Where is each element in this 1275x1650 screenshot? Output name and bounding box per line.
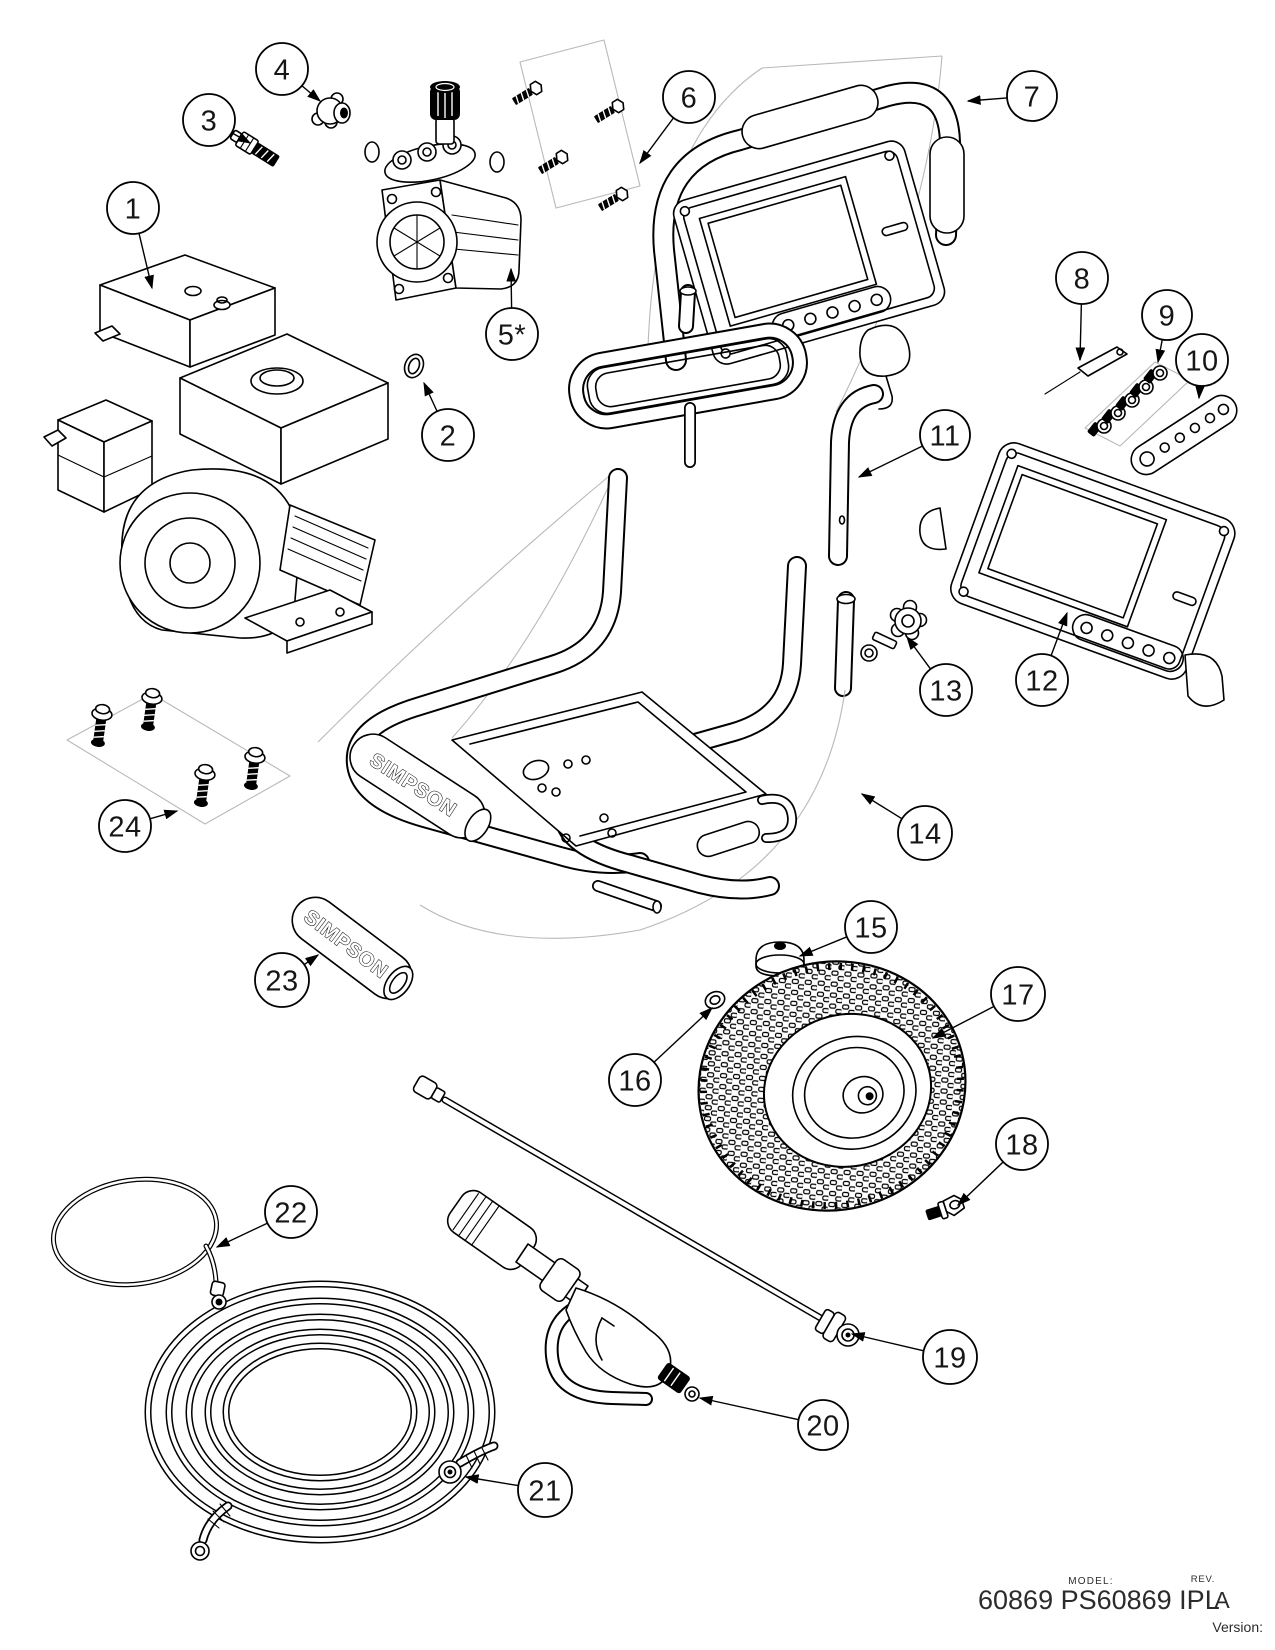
rev-label: REV. [1191, 1574, 1216, 1585]
svg-text:24: 24 [108, 811, 141, 843]
svg-text:5*: 5* [498, 319, 526, 351]
svg-text:7: 7 [1024, 81, 1041, 113]
svg-text:6: 6 [681, 82, 698, 114]
tray-assembly-11 [451, 284, 884, 739]
callout-13: 13 [906, 635, 973, 717]
engine-drawing [43, 254, 389, 654]
svg-text:4: 4 [274, 54, 291, 86]
callout-4: 4 [255, 42, 322, 102]
callout-16: 16 [608, 1007, 714, 1107]
svg-text:3: 3 [201, 105, 218, 137]
callout-2: 2 [421, 381, 475, 462]
knob-drawing-13 [860, 599, 928, 662]
callout-23: 23 [254, 952, 320, 1008]
svg-text:18: 18 [1005, 1129, 1038, 1161]
callout-11: 11 [857, 409, 971, 478]
bolt-drawing-18 [925, 1194, 966, 1221]
svg-text:17: 17 [1001, 979, 1034, 1011]
rev-value: A [1214, 1587, 1230, 1613]
callout-10: 10 [1175, 333, 1229, 400]
nozzle-tool-8 [1044, 346, 1128, 395]
callout-7: 7 [966, 70, 1058, 122]
svg-text:8: 8 [1074, 263, 1091, 295]
svg-text:14: 14 [908, 818, 941, 850]
svg-text:19: 19 [933, 1342, 966, 1374]
svg-text:21: 21 [528, 1475, 561, 1507]
nozzle-set-9 [1084, 361, 1191, 447]
frame-drawing-14: SIMPSON [317, 468, 846, 939]
callout-14: 14 [860, 793, 953, 861]
svg-text:16: 16 [618, 1065, 651, 1097]
svg-text:12: 12 [1025, 665, 1058, 697]
svg-text:15: 15 [854, 912, 887, 944]
callout-20: 20 [698, 1395, 849, 1451]
model-label: MODEL: [1068, 1576, 1114, 1587]
callout-3: 3 [182, 93, 252, 147]
svg-text:9: 9 [1159, 300, 1176, 332]
hose-coil-drawing [144, 1280, 499, 1561]
panel-plate-12 [919, 442, 1236, 707]
callout-6: 6 [639, 70, 716, 165]
svg-text:10: 10 [1185, 345, 1218, 377]
svg-text:23: 23 [265, 965, 298, 997]
wheel-drawing [697, 960, 967, 1212]
svg-text:1: 1 [125, 193, 142, 225]
knob-drawing-4 [311, 92, 351, 129]
title-block: MODEL: 60869 PS60869 IPL REV. A Version: [978, 1574, 1263, 1635]
spray-gun-drawing [446, 1189, 700, 1406]
washer-drawing [704, 990, 726, 1010]
lance-drawing [412, 1075, 860, 1347]
fitting-drawing-3 [229, 129, 280, 167]
model-value: 60869 PS60869 IPL [978, 1585, 1220, 1615]
callout-15: 15 [798, 900, 898, 957]
svg-text:2: 2 [440, 420, 457, 452]
callout-22: 22 [215, 1185, 318, 1248]
bolt-set-6 [512, 39, 641, 211]
handle-assembly-7 [647, 55, 965, 413]
nozzle [1143, 365, 1168, 384]
callout-1: 1 [106, 181, 160, 290]
siphon-tube-drawing [50, 1176, 227, 1310]
callout-9: 9 [1141, 289, 1193, 364]
version-label: Version: [1212, 1619, 1263, 1635]
callout-19: 19 [850, 1329, 978, 1385]
bolt-set-24 [66, 687, 291, 825]
svg-text:11: 11 [929, 420, 960, 452]
oring-drawing [403, 353, 425, 379]
callout-8: 8 [1055, 251, 1109, 362]
callout-5*: 5* [485, 267, 539, 361]
nozzle-plate-10 [1130, 394, 1238, 476]
svg-text:13: 13 [929, 675, 962, 707]
svg-text:22: 22 [274, 1197, 307, 1229]
pump-drawing [364, 81, 522, 301]
callout-12: 12 [1015, 611, 1069, 707]
callout-21: 21 [464, 1462, 573, 1518]
svg-text:20: 20 [806, 1410, 839, 1442]
callout-17: 17 [931, 966, 1046, 1039]
callout-18: 18 [956, 1117, 1049, 1206]
callout-24: 24 [98, 799, 179, 853]
